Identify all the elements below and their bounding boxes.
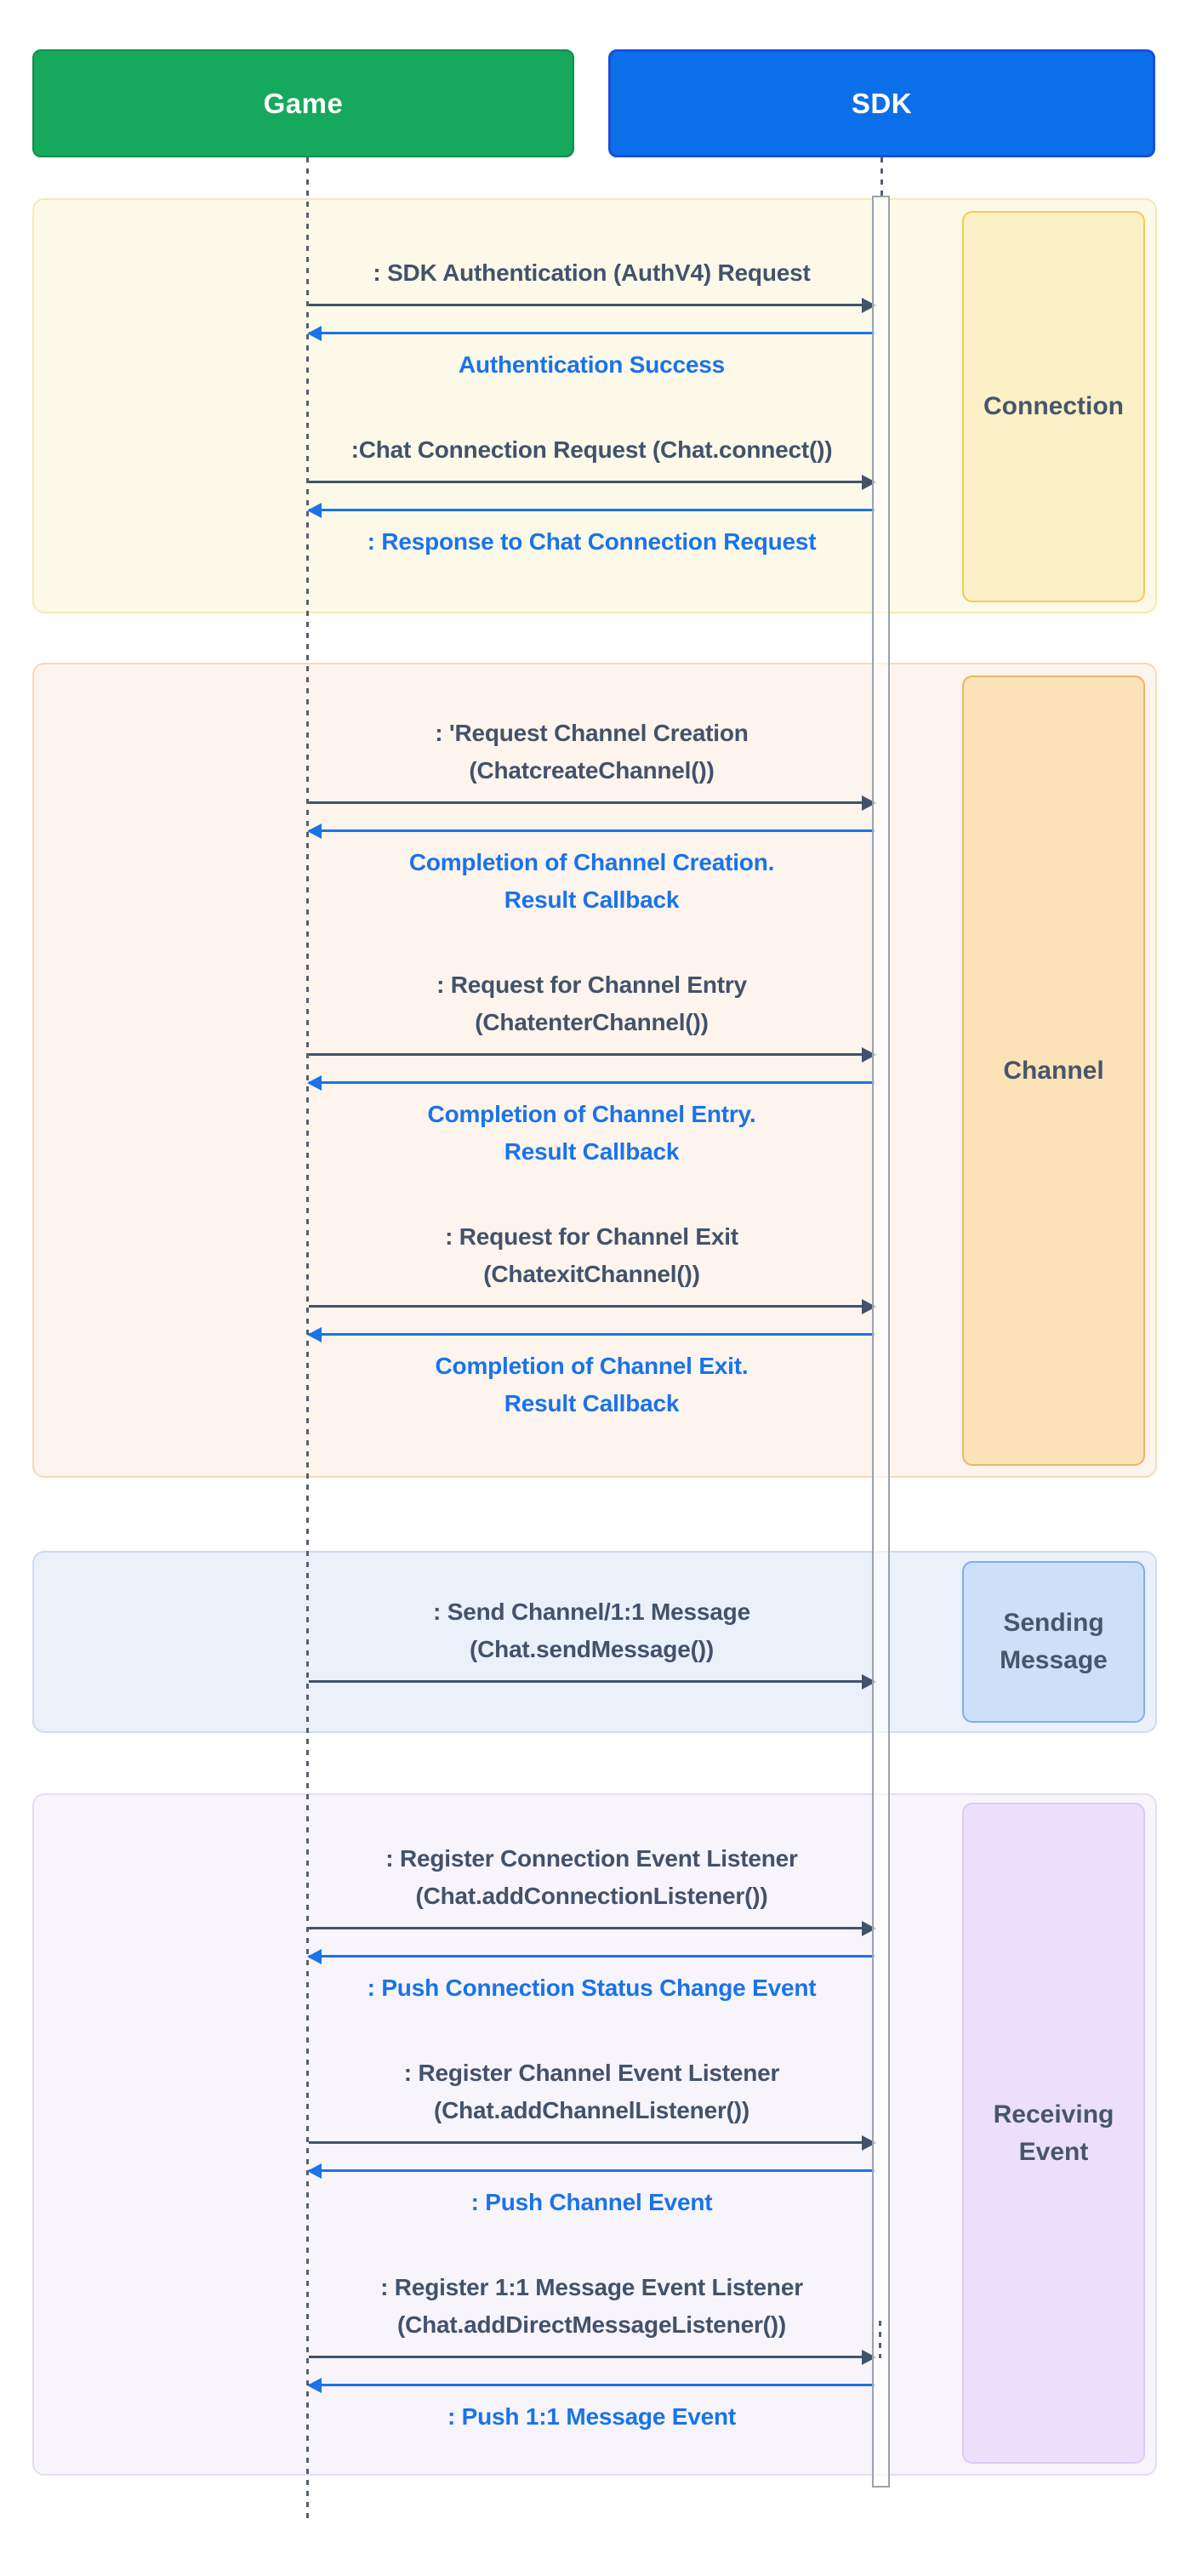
message-text: : Request for Channel Entry (ChatenterCha…	[309, 966, 875, 1041]
request-message: : Register Connection Event Listener (Cha…	[309, 1840, 875, 1929]
message-line: Authentication Success	[458, 351, 725, 378]
request-message: :Chat Connection Request (Chat.connect()…	[309, 431, 875, 483]
request-arrow	[309, 304, 875, 306]
message-text: : Request for Channel Exit (ChatexitChann…	[309, 1218, 875, 1293]
request-message: : Request for Channel Entry (ChatenterCha…	[309, 966, 875, 1056]
message-text: Completion of Channel Exit. Result Callba…	[309, 1348, 875, 1422]
request-arrow	[309, 1053, 875, 1056]
message-line: : Register 1:1 Message Event Listener	[380, 2274, 803, 2300]
message-line: (ChatcreateChannel())	[469, 757, 715, 784]
request-arrow	[309, 1680, 875, 1683]
message-text: : Register 1:1 Message Event Listener (Ch…	[309, 2269, 875, 2344]
message-text: Authentication Success	[309, 346, 875, 384]
request-arrow	[309, 2141, 875, 2144]
message-line: :Chat Connection Request (Chat.connect()…	[350, 436, 833, 463]
game-lifeline	[306, 157, 309, 2522]
message-line: Completion of Channel Entry.	[427, 1101, 756, 1127]
actor-sdk-label: SDK	[851, 87, 913, 119]
message-line: (Chat.sendMessage())	[470, 1636, 714, 1662]
actor-game-label: Game	[263, 87, 344, 119]
request-arrow	[309, 801, 875, 804]
response-message: : Push Connection Status Change Event	[309, 1929, 875, 2007]
message-text: : Push Connection Status Change Event	[309, 1969, 875, 2007]
sdk-lifeline-dash-segment	[879, 2321, 881, 2358]
request-message: : Register Channel Event Listener (Chat.a…	[309, 2055, 875, 2144]
response-arrow	[309, 1081, 875, 1084]
response-message: : Response to Chat Connection Request	[309, 483, 875, 561]
message-line: : SDK Authentication (AuthV4) Request	[373, 259, 811, 286]
message-line: (Chat.addConnectionListener())	[415, 1883, 768, 1909]
response-message: Completion of Channel Entry. Result Callb…	[309, 1056, 875, 1171]
message-area-sending: : Send Channel/1:1 Message (Chat.sendMess…	[309, 1553, 875, 1683]
request-arrow	[309, 1305, 875, 1308]
response-arrow	[309, 509, 875, 511]
message-line: : Send Channel/1:1 Message	[433, 1599, 750, 1625]
message-line: Completion of Channel Exit.	[435, 1353, 749, 1379]
response-arrow	[309, 332, 875, 334]
request-message: : Request for Channel Exit (ChatexitChann…	[309, 1218, 875, 1308]
message-line: (ChatexitChannel())	[483, 1261, 700, 1287]
section-label-channel: Channel	[962, 675, 1145, 1466]
message-text: : 'Request Channel Creation (ChatcreateCh…	[309, 715, 875, 789]
request-message: : SDK Authentication (AuthV4) Request	[309, 254, 875, 306]
response-message: Completion of Channel Creation. Result Ca…	[309, 804, 875, 919]
message-text: : Push Channel Event	[309, 2184, 875, 2221]
sdk-lifeline-stub	[880, 157, 883, 197]
message-line: : Push Connection Status Change Event	[367, 1975, 817, 2001]
response-arrow	[309, 2169, 875, 2172]
message-text: : Send Channel/1:1 Message (Chat.sendMess…	[309, 1593, 875, 1668]
message-line: : 'Request Channel Creation	[435, 720, 749, 746]
response-message: Completion of Channel Exit. Result Callba…	[309, 1308, 875, 1422]
request-message: : Send Channel/1:1 Message (Chat.sendMess…	[309, 1593, 875, 1683]
message-line: (ChatenterChannel())	[475, 1009, 709, 1035]
message-text: : Response to Chat Connection Request	[309, 523, 875, 561]
message-text: : Register Channel Event Listener (Chat.a…	[309, 2055, 875, 2129]
message-line: : Response to Chat Connection Request	[367, 528, 817, 555]
message-text: : Push 1:1 Message Event	[309, 2398, 875, 2436]
actor-game-box: Game	[32, 49, 574, 157]
section-label-sending: Sending Message	[962, 1561, 1145, 1723]
request-message: : Register 1:1 Message Event Listener (Ch…	[309, 2269, 875, 2358]
message-line: Result Callback	[504, 1138, 680, 1165]
message-text: Completion of Channel Creation. Result Ca…	[309, 844, 875, 919]
section-label-connection: Connection	[962, 211, 1145, 602]
message-text: Completion of Channel Entry. Result Callb…	[309, 1096, 875, 1171]
message-line: (Chat.addDirectMessageListener())	[396, 2311, 787, 2338]
message-line: : Request for Channel Exit	[445, 1223, 738, 1250]
message-line: : Push Channel Event	[470, 2189, 713, 2215]
message-line: (Chat.addChannelListener())	[433, 2097, 750, 2123]
message-text: : Register Connection Event Listener (Cha…	[309, 1840, 875, 1915]
request-message: : 'Request Channel Creation (ChatcreateCh…	[309, 715, 875, 804]
response-message: Authentication Success	[309, 306, 875, 384]
request-arrow	[309, 2356, 875, 2358]
sdk-activation-bar	[872, 196, 890, 2488]
message-line: Completion of Channel Creation.	[408, 849, 775, 875]
message-line: : Register Channel Event Listener	[403, 2060, 780, 2086]
actor-sdk-box: SDK	[608, 49, 1155, 157]
section-label-receiving: Receiving Event	[962, 1803, 1145, 2464]
message-line: : Push 1:1 Message Event	[447, 2403, 737, 2430]
response-message: : Push Channel Event	[309, 2144, 875, 2221]
message-text: :Chat Connection Request (Chat.connect()…	[309, 431, 875, 469]
message-line: : Register Connection Event Listener	[385, 1845, 798, 1872]
message-area-receiving: : Register Connection Event Listener (Cha…	[309, 1795, 875, 2436]
response-arrow	[309, 1333, 875, 1336]
response-arrow	[309, 2384, 875, 2386]
message-line: Result Callback	[504, 886, 680, 913]
response-message: : Push 1:1 Message Event	[309, 2358, 875, 2436]
message-line: : Request for Channel Entry	[436, 972, 747, 998]
message-area-channel: : 'Request Channel Creation (ChatcreateCh…	[309, 664, 875, 1422]
response-arrow	[309, 1955, 875, 1958]
request-arrow	[309, 481, 875, 483]
message-text: : SDK Authentication (AuthV4) Request	[309, 254, 875, 292]
message-line: Result Callback	[504, 1390, 680, 1416]
request-arrow	[309, 1927, 875, 1929]
response-arrow	[309, 829, 875, 832]
